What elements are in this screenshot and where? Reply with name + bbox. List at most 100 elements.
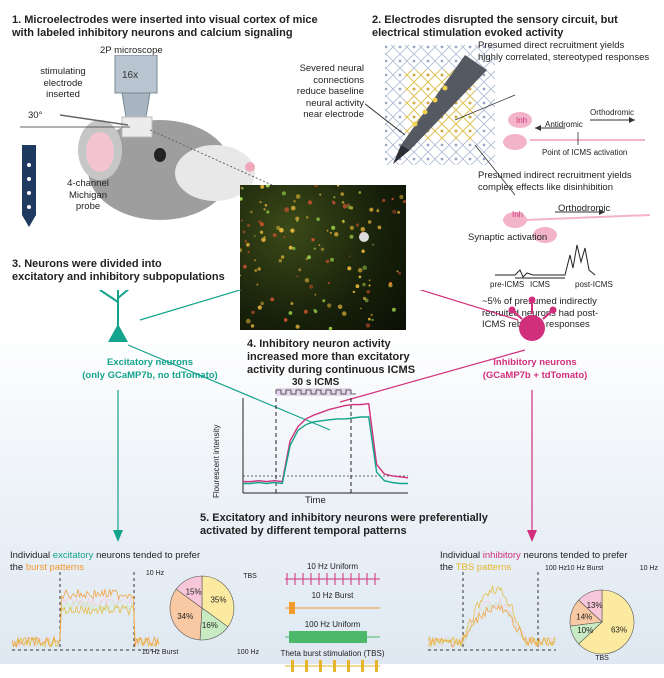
cell-dot xyxy=(382,198,386,203)
cell-dot xyxy=(328,326,333,330)
pattern-3-burst xyxy=(305,660,308,672)
inh-dendrite-right-tip xyxy=(549,306,557,314)
cell-dot xyxy=(260,185,265,189)
probe-site-1 xyxy=(27,163,31,167)
cell-dot xyxy=(327,282,330,285)
cell-dot xyxy=(283,318,288,322)
pattern-3-burst xyxy=(291,660,294,672)
cell-dot xyxy=(264,204,268,207)
severed-text: Severed neural connections reduce baseli… xyxy=(282,63,364,121)
cell-dot xyxy=(371,318,374,322)
line-series-group xyxy=(243,402,409,485)
pie-value-label-3: 13% xyxy=(587,601,603,610)
cell-dot xyxy=(403,200,406,204)
inh-pref-pre: Individual xyxy=(440,550,483,561)
cell-dot xyxy=(240,197,243,201)
pattern-1-burst xyxy=(289,602,295,614)
pattern-legend: 10 Hz Uniform 10 Hz Burst 100 Hz Uniform… xyxy=(275,562,390,678)
cell-dot xyxy=(263,236,266,239)
cell-dot xyxy=(329,231,332,234)
cell-dot xyxy=(342,203,348,209)
probe-site-4 xyxy=(27,205,31,209)
inh-dendrite-left-tip xyxy=(508,306,516,314)
electrode-site-4 xyxy=(412,121,418,127)
cell-dot xyxy=(334,232,339,237)
cell-dot xyxy=(278,259,282,263)
cell-dot xyxy=(358,275,362,279)
cell-dot xyxy=(357,268,363,273)
cell-dot xyxy=(319,193,322,196)
post-icms-label: post-ICMS xyxy=(575,280,613,289)
exc-response-traces xyxy=(12,572,160,651)
pie-category-label-3: 10 Hz xyxy=(640,565,659,572)
mouse-eye xyxy=(154,148,166,162)
cell-dot xyxy=(307,255,311,260)
cell-dot xyxy=(330,257,334,262)
point-icms-label: Point of ICMS activation xyxy=(542,148,628,157)
microscopy-dots xyxy=(240,185,406,330)
orthodromic2-label: Orthodromic xyxy=(558,203,611,214)
electrode-site-1 xyxy=(442,85,448,91)
mouse-nose xyxy=(245,162,255,172)
objective-label: 16x xyxy=(122,70,139,81)
exc-soma xyxy=(108,324,128,342)
pattern-10hz-uniform xyxy=(285,573,380,585)
cell-dot xyxy=(332,201,336,205)
direct-line-2: highly correlated, stereotyped responses xyxy=(478,51,650,63)
direct-neuron-inh xyxy=(508,112,532,128)
cell-dot xyxy=(251,310,255,315)
pie-category-label-2: 10 Hz Burst xyxy=(567,565,604,572)
cell-dot xyxy=(352,290,356,294)
cell-dot xyxy=(295,216,300,221)
cell-dot xyxy=(292,246,296,251)
pie-category-label-0: TBS xyxy=(595,655,609,662)
step4-title-line3: activity during continuous ICMS xyxy=(247,364,416,376)
cell-dot xyxy=(377,225,382,230)
electrode-label-3: inserted xyxy=(46,89,80,100)
pie-slice-0 xyxy=(201,575,235,628)
probe-site-3 xyxy=(27,191,31,195)
indirect-line-2: complex effects like disinhibition xyxy=(478,181,614,193)
electrode-label: stimulating electrode inserted xyxy=(30,66,96,101)
cell-dot xyxy=(399,194,404,200)
cell-dot xyxy=(241,219,244,222)
mouse-snout xyxy=(175,145,255,201)
direct-neuron-2 xyxy=(503,134,527,150)
step5-title-line1: 5. Excitatory and inhibitory neurons wer… xyxy=(200,512,488,524)
exc-pref-line2-word: burst patterns xyxy=(25,561,84,573)
cell-dot xyxy=(362,282,366,287)
cell-dot xyxy=(341,220,345,224)
direct-line-1: Presumed direct recruitment yields xyxy=(478,40,625,51)
direct-text: Presumed direct recruitment yields highl… xyxy=(478,40,664,63)
cell-dot xyxy=(349,225,354,230)
electrode-label-2: electrode xyxy=(43,77,83,89)
cell-dot xyxy=(244,240,247,243)
rebound-line-1: ~5% of presumed indirectly xyxy=(482,296,597,307)
step4-title-line1: 4. Inhibitory neuron activity xyxy=(247,338,391,350)
pattern-3-burst xyxy=(333,660,336,672)
cell-dot xyxy=(265,185,270,188)
exc-pref-line2-pre: the xyxy=(10,561,26,573)
cell-dot xyxy=(253,235,256,237)
cell-dot xyxy=(314,185,318,188)
cell-dot xyxy=(369,207,374,212)
trace-1 xyxy=(428,601,556,648)
cell-dot xyxy=(320,247,325,251)
pie-category-label-3: 10 Hz xyxy=(146,570,165,577)
indirect-pointer xyxy=(474,144,516,196)
indirect-text: Presumed indirect recruitment yields com… xyxy=(478,170,664,193)
step2-title-line1: 2. Electrodes disrupted the sensory circ… xyxy=(372,14,618,26)
antidromic-label: Antidromic xyxy=(545,120,583,129)
inh-soma xyxy=(519,315,545,341)
cell-dot xyxy=(260,230,264,234)
cell-dot xyxy=(348,255,351,258)
synaptic-trace xyxy=(495,244,596,278)
probe-label-3: probe xyxy=(75,201,101,212)
exc-preference-text: Individual excitatory neurons tended to … xyxy=(10,550,240,573)
cell-dot xyxy=(295,324,300,329)
step2-title-line2: electrical stimulation evoked activity xyxy=(372,27,564,39)
pie-value-label-1: 16% xyxy=(202,621,218,630)
cell-dot xyxy=(367,220,372,224)
exc-pref-word: excitatory xyxy=(52,550,94,561)
